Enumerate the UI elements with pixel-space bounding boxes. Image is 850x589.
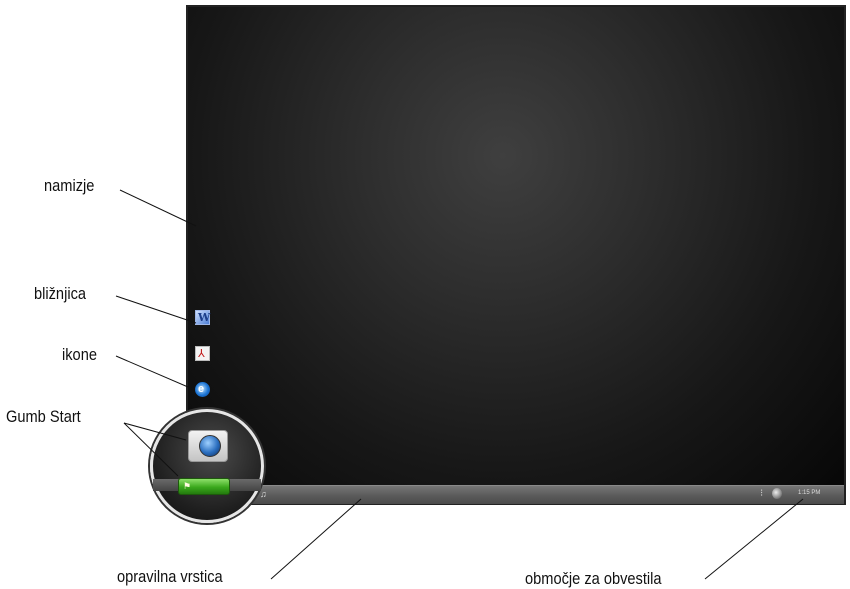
desktop-label: namizje <box>44 176 95 195</box>
notification-area-callout-line <box>704 498 804 580</box>
windows-flag-icon: ⚑ <box>183 481 192 491</box>
desktop[interactable] <box>186 5 846 505</box>
icons-callout-line <box>115 355 196 391</box>
windows-orb-icon <box>199 435 221 457</box>
shortcut-callout-line <box>115 295 197 324</box>
icons-label: ikone <box>62 345 97 364</box>
start-button-label: Gumb Start <box>6 407 81 426</box>
start-orb[interactable] <box>188 430 228 462</box>
network-icon[interactable]: ⁝ <box>760 488 764 499</box>
start-button-zoom-view: ⚑ <box>150 409 264 523</box>
taskbar[interactable]: ♫ ⁝ 1:15 PM <box>188 485 844 504</box>
taskbar-label: opravilna vrstica <box>117 567 223 586</box>
volume-icon[interactable] <box>772 488 782 499</box>
quick-launch-icon[interactable]: ♫ <box>260 489 267 499</box>
internet-explorer-icon[interactable]: e <box>195 382 210 397</box>
notification-area[interactable]: ⁝ 1:15 PM <box>758 487 844 502</box>
desktop-callout-line <box>119 189 197 227</box>
taskbar-callout-line <box>270 498 362 580</box>
word-document-shortcut-icon[interactable]: W <box>195 310 210 325</box>
notification-area-label: območje za obvestila <box>525 569 662 588</box>
pdf-document-icon[interactable]: ⅄ <box>195 346 210 361</box>
start-button[interactable]: ⚑ <box>178 478 230 495</box>
shortcut-label: bližnjica <box>34 284 87 303</box>
clock[interactable]: 1:15 PM <box>798 490 821 496</box>
